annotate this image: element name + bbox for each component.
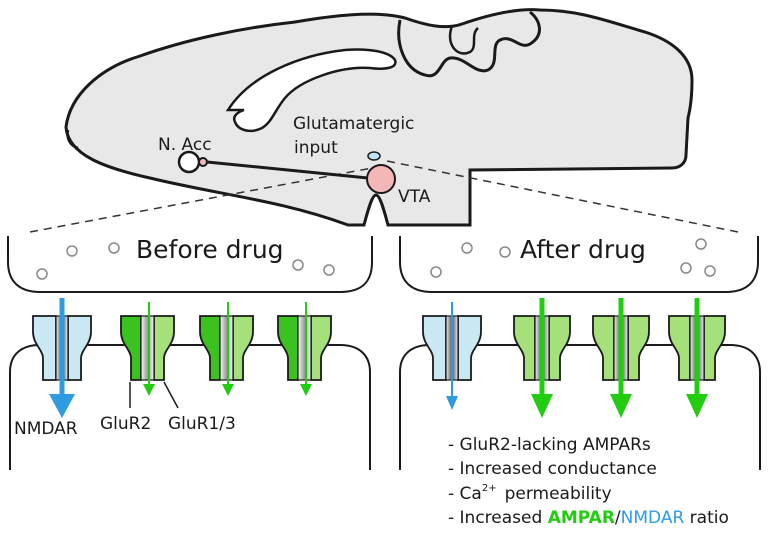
glutamatergic-label-line1: Glutamatergic (293, 114, 414, 134)
ampar-channel-after-1 (513, 298, 571, 418)
glur13-subunit (627, 315, 650, 381)
nmdar-arrowhead (49, 394, 75, 418)
vesicles-after (430, 238, 716, 278)
nmdar-subunit-left (32, 315, 57, 381)
vesicle (695, 238, 707, 250)
ampar-channel-before-3 (277, 302, 332, 396)
glur13-subunit (592, 315, 615, 381)
vesicle (108, 242, 120, 254)
glur2-label: GluR2 (100, 414, 151, 434)
olfactory-bulb (66, 129, 79, 150)
glur2-subunit (277, 315, 299, 381)
nmdar-label: NMDAR (14, 419, 78, 439)
note-increased-conductance: - Increased conductance (448, 459, 657, 479)
vesicle (430, 266, 442, 278)
note-slash: / (615, 508, 621, 528)
glutamatergic-label-line2: input (294, 138, 338, 158)
zoom-line-left (29, 167, 373, 233)
glur2-subunit (120, 315, 142, 381)
glur13-subunit (668, 315, 691, 381)
vta-node (366, 164, 396, 194)
ampar-arrowhead (610, 394, 632, 418)
glutamatergic-terminal (367, 151, 381, 161)
cerebellum-lobules (397, 10, 541, 78)
note-ampar-nmdar-ratio: - Increased AMPAR/NMDAR ratio (448, 508, 729, 528)
vesicle (680, 262, 692, 274)
note-ratio-suffix: ratio (684, 508, 729, 528)
n-acc-node (177, 150, 201, 174)
vesicle (66, 245, 78, 257)
glur13-pointer (163, 381, 179, 409)
brain-outline (64, 8, 694, 227)
postsynaptic-membrane-after (399, 344, 761, 470)
n-acc-terminal (198, 157, 208, 167)
note-ca-prefix: - Ca (448, 484, 482, 504)
glur13-subunit (310, 315, 332, 381)
glur13-subunit (513, 315, 536, 381)
vesicle (499, 246, 511, 258)
postsynaptic-membrane-before (9, 344, 371, 470)
before-drug-title: Before drug (136, 235, 284, 264)
glur2-subunit (199, 315, 221, 381)
glur13-subunit (232, 315, 254, 381)
ampar-arrowhead (143, 384, 155, 396)
note-ratio-prefix: - Increased (448, 508, 548, 528)
after-drug-title: After drug (520, 235, 646, 264)
hippocampus-outline (225, 48, 397, 133)
vesicle (36, 268, 48, 280)
nmdar-channel-before (32, 298, 92, 418)
cerebellum-inner (448, 25, 479, 55)
note-glur2-lacking: - GluR2-lacking AMPARs (448, 435, 651, 455)
zoom-line-right (381, 159, 739, 233)
n-acc-label: N. Acc (158, 135, 212, 155)
ampar-pore (297, 315, 312, 381)
nmdar-subunit-left (422, 315, 447, 381)
ampar-pore (140, 315, 155, 381)
nmdar-channel-after (422, 302, 482, 410)
note-ampar-word: AMPAR (548, 508, 615, 528)
glur13-subunit (703, 315, 726, 381)
ampar-pore (219, 315, 234, 381)
vesicle (292, 259, 304, 271)
note-ca-suffix: permeability (505, 484, 612, 504)
note-ca-permeability: - Ca2+ permeability (448, 483, 612, 504)
ampar-arrowhead (531, 394, 553, 418)
glur13-subunit (548, 315, 571, 381)
ampar-arrowhead (300, 384, 312, 396)
ampar-channel-after-3 (668, 298, 726, 418)
nmdar-subunit-right (67, 315, 92, 381)
nmdar-arrowhead (446, 396, 458, 410)
ampar-arrowhead (222, 384, 234, 396)
presynaptic-terminal-after (399, 236, 759, 293)
vesicle (461, 242, 473, 254)
nmdar-subunit-right (457, 315, 482, 381)
vesicles-before (36, 242, 335, 280)
vta-label: VTA (398, 187, 431, 207)
vta-projection-axon (206, 160, 369, 180)
note-ca-superscript: 2+ (482, 483, 497, 494)
ampar-arrowhead (686, 394, 708, 418)
vesicle (704, 265, 716, 277)
ampar-channel-before-2 (199, 302, 254, 396)
presynaptic-terminal-before (7, 236, 373, 293)
ampar-channel-before-1 (120, 302, 175, 396)
ampar-channel-after-2 (592, 298, 650, 418)
note-nmdar-word: NMDAR (621, 508, 685, 528)
glur13-subunit (153, 315, 175, 381)
vesicle (323, 264, 335, 276)
glur13-label: GluR1/3 (168, 414, 236, 434)
